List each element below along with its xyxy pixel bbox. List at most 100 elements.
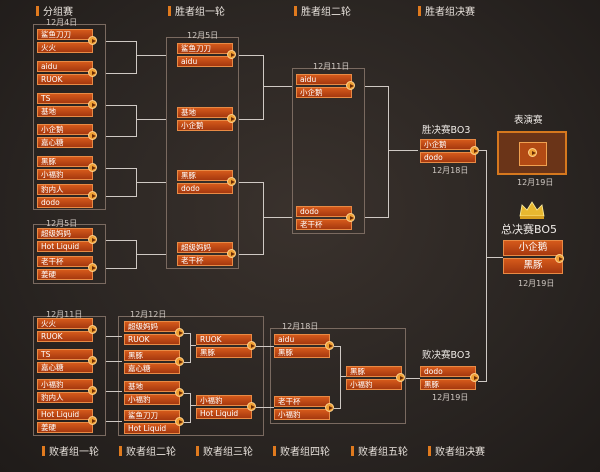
connector-line	[184, 362, 190, 363]
play-icon[interactable]	[88, 416, 97, 425]
showcase-video[interactable]	[497, 131, 567, 175]
team-slot[interactable]: 小福豹	[37, 169, 93, 180]
team-slot[interactable]: 小福豹	[196, 395, 252, 406]
play-icon[interactable]	[346, 213, 355, 222]
team-slot[interactable]: aidu	[177, 56, 233, 67]
team-slot[interactable]: 老干杯	[296, 219, 352, 230]
play-icon[interactable]	[396, 373, 405, 382]
team-slot[interactable]: 老干杯	[177, 255, 233, 266]
play-icon[interactable]	[88, 100, 97, 109]
team-slot[interactable]: 小企鹅	[420, 139, 476, 150]
play-icon[interactable]	[346, 81, 355, 90]
team-slot[interactable]: RUOK	[37, 331, 93, 342]
connector-line	[340, 376, 346, 377]
play-icon[interactable]	[528, 148, 537, 157]
play-icon[interactable]	[88, 386, 97, 395]
team-slot[interactable]: dodo	[296, 206, 352, 217]
team-slot[interactable]: Hot Liquid	[196, 408, 252, 419]
team-slot[interactable]: 嘉心糖	[37, 137, 93, 148]
team-slot[interactable]: Hot Liquid	[124, 423, 180, 434]
play-icon[interactable]	[88, 68, 97, 77]
team-slot[interactable]: dodo	[37, 197, 93, 208]
header-lb-r2: 败者组二轮	[119, 446, 176, 459]
team-slot[interactable]: 火火	[37, 42, 93, 53]
team-slot[interactable]: 老干杯	[274, 396, 330, 407]
play-icon[interactable]	[88, 235, 97, 244]
team-slot[interactable]: 嘉心糖	[37, 362, 93, 373]
play-icon[interactable]	[227, 177, 236, 186]
team-slot[interactable]: 火火	[37, 318, 93, 329]
team-slot[interactable]: TS	[37, 349, 93, 360]
play-icon[interactable]	[175, 357, 184, 366]
play-icon[interactable]	[88, 191, 97, 200]
play-icon[interactable]	[247, 402, 256, 411]
team-slot[interactable]: 姜硬	[37, 422, 93, 433]
team-slot[interactable]: Hot Liquid	[37, 409, 93, 420]
play-icon[interactable]	[227, 50, 236, 59]
team-slot[interactable]: 超级妈妈	[124, 321, 180, 332]
team-slot[interactable]: 黑豚	[420, 379, 476, 390]
team-slot[interactable]: 基地	[177, 107, 233, 118]
team-slot[interactable]: 豹内人	[37, 392, 93, 403]
play-icon[interactable]	[88, 131, 97, 140]
team-slot[interactable]: 小福豹	[124, 394, 180, 405]
team-slot[interactable]: RUOK	[196, 334, 252, 345]
team-slot[interactable]: dodo	[420, 152, 476, 163]
team-slot[interactable]: 小企鹅	[37, 124, 93, 135]
team-slot[interactable]: 基地	[37, 106, 93, 117]
connector-line	[184, 422, 190, 423]
play-icon[interactable]	[175, 328, 184, 337]
team-slot[interactable]: 小企鹅	[503, 240, 563, 256]
team-slot[interactable]: 超级妈妈	[37, 228, 93, 239]
team-slot[interactable]: 超级妈妈	[177, 242, 233, 253]
team-slot[interactable]: 小企鹅	[296, 87, 352, 98]
play-icon[interactable]	[325, 403, 334, 412]
team-slot[interactable]: 小企鹅	[177, 120, 233, 131]
team-slot[interactable]: 黑豚	[503, 258, 563, 274]
team-slot[interactable]: 小福豹	[274, 409, 330, 420]
team-slot[interactable]: RUOK	[37, 74, 93, 85]
play-icon[interactable]	[325, 341, 334, 350]
play-icon[interactable]	[88, 356, 97, 365]
team-slot[interactable]: aidu	[274, 334, 330, 345]
play-icon[interactable]	[175, 388, 184, 397]
team-slot[interactable]: 鲨鱼刀刀	[37, 29, 93, 40]
team-slot[interactable]: RUOK	[124, 334, 180, 345]
team-slot[interactable]: TS	[37, 93, 93, 104]
team-slot[interactable]: Hot Liquid	[37, 241, 93, 252]
play-icon[interactable]	[555, 254, 564, 263]
play-icon[interactable]	[247, 341, 256, 350]
connector-line	[365, 217, 388, 218]
play-icon[interactable]	[227, 249, 236, 258]
team-slot[interactable]: 黑豚	[124, 350, 180, 361]
play-icon[interactable]	[175, 417, 184, 426]
team-slot[interactable]: 基地	[124, 381, 180, 392]
team-slot[interactable]: 鲨鱼刀刀	[177, 43, 233, 54]
play-icon[interactable]	[227, 114, 236, 123]
team-slot[interactable]: aidu	[296, 74, 352, 85]
play-icon[interactable]	[88, 263, 97, 272]
play-icon[interactable]	[88, 163, 97, 172]
team-slot[interactable]: 豹内人	[37, 184, 93, 195]
team-slot[interactable]: 黑豚	[37, 156, 93, 167]
team-slot[interactable]: 老干杯	[37, 256, 93, 267]
grand-final-title: 总决赛BO5	[501, 223, 558, 236]
team-slot[interactable]: 鲨鱼刀刀	[124, 410, 180, 421]
play-icon[interactable]	[470, 373, 479, 382]
team-slot[interactable]: 嘉心糖	[124, 363, 180, 374]
team-slot[interactable]: dodo	[177, 183, 233, 194]
play-icon[interactable]	[88, 325, 97, 334]
team-slot[interactable]: 小福豹	[346, 379, 402, 390]
team-slot[interactable]: 黑豚	[274, 347, 330, 358]
connector-line	[106, 196, 136, 197]
team-slot[interactable]: dodo	[420, 366, 476, 377]
team-slot[interactable]: aidu	[37, 61, 93, 72]
connector-line	[365, 86, 388, 87]
team-slot[interactable]: 黑豚	[346, 366, 402, 377]
connector-line	[190, 405, 196, 406]
team-slot[interactable]: 姜硬	[37, 269, 93, 280]
team-slot[interactable]: 黑豚	[196, 347, 252, 358]
team-slot[interactable]: 小福豹	[37, 379, 93, 390]
play-icon[interactable]	[88, 36, 97, 45]
team-slot[interactable]: 黑豚	[177, 170, 233, 181]
